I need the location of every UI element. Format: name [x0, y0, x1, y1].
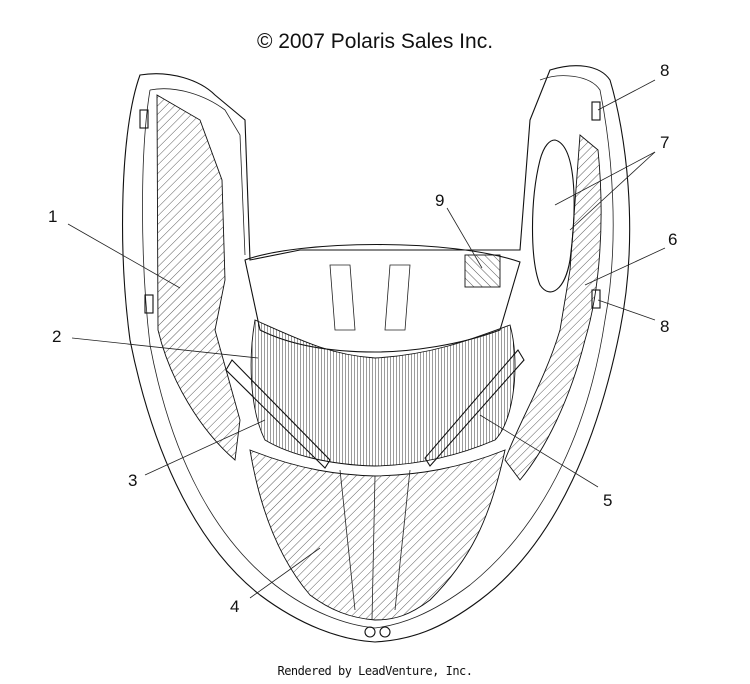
- leader-2: [71, 337, 259, 359]
- leader-1: [67, 223, 181, 289]
- callout-4: 4: [230, 597, 239, 616]
- callout-7: 7: [660, 133, 669, 152]
- small-decal-9: [464, 254, 501, 288]
- leader-7a: [554, 151, 656, 206]
- callout-3: 3: [128, 471, 137, 490]
- leader-8b: [597, 299, 656, 321]
- callout-8-top: 8: [660, 61, 669, 80]
- callout-2: 2: [52, 327, 61, 346]
- hood-outer-shell: [122, 65, 631, 643]
- leader-7b: [569, 151, 656, 231]
- callout-9: 9: [435, 191, 444, 210]
- leader-6: [584, 247, 666, 286]
- right-window: [531, 139, 575, 293]
- left-strip: [225, 359, 331, 469]
- center-striped-decal: [250, 319, 516, 467]
- callout-5: 5: [603, 491, 612, 510]
- leader-8a: [597, 79, 656, 111]
- lower-decal: [249, 449, 506, 621]
- callout-6: 6: [668, 230, 677, 249]
- right-strip: [424, 349, 525, 467]
- copyright-text: © 2007 Polaris Sales Inc.: [256, 30, 494, 53]
- callout-8-bottom: 8: [660, 317, 669, 336]
- right-side-decal: [504, 134, 602, 481]
- leader-9: [446, 207, 483, 269]
- leader-4: [249, 547, 321, 599]
- left-side-decal: [156, 94, 241, 461]
- leader-3: [144, 419, 266, 476]
- callout-1: 1: [48, 207, 57, 226]
- rendered-by-text: Rendered by LeadVenture, Inc.: [277, 664, 473, 678]
- leader-5: [479, 414, 599, 488]
